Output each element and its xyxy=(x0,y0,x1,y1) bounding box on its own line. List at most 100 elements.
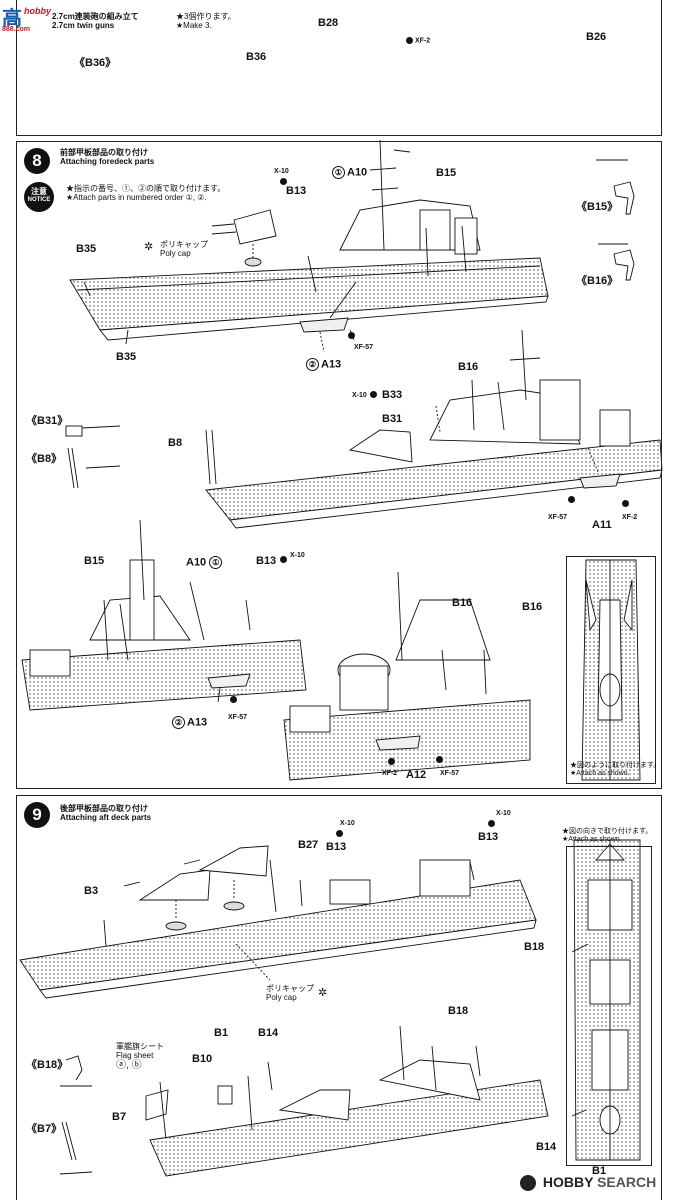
label-b26: B26 xyxy=(586,31,607,43)
label-b14-1: B14 xyxy=(258,1027,279,1039)
step8-panel xyxy=(16,141,662,789)
step9-direction-note-en: ★Attach as shown. xyxy=(562,836,622,844)
paint-xf2-top: XF-2 xyxy=(406,37,430,44)
step9-number-badge: 9 xyxy=(24,802,50,828)
step9-title-jp: 後部甲板部品の取り付け xyxy=(60,804,148,813)
label-b15-1: B15 xyxy=(436,167,457,179)
notice-badge: 注意 NOTICE xyxy=(24,182,54,212)
b31-b8-detail xyxy=(65,425,121,489)
step8-order-note-en: ★Attach parts in numbered order ①, ②. xyxy=(66,193,207,203)
step8-attach-note-en: ★Attach as shown. xyxy=(570,770,630,778)
label-b18-1: B18 xyxy=(524,941,545,953)
paint-x10-2: X-10 xyxy=(352,392,367,399)
paint-dot-x10-1-icon xyxy=(280,178,287,185)
paint-xf57-3: XF-57 xyxy=(228,714,248,721)
polycap-pointer-icon: ✲ xyxy=(144,241,154,253)
ship-foredeck-view-3 xyxy=(21,519,307,711)
twin-gun-title: 2.7cm連装砲の組み立て 2.7cm twin guns xyxy=(52,12,139,30)
b15-b16-detail xyxy=(596,159,635,281)
step8-drawing xyxy=(21,139,663,781)
paint-x10-4: X-10 xyxy=(340,820,355,827)
paint-dot-x10-2-icon xyxy=(370,391,377,398)
watermark-hobbysearch: HOBBY SEARCH xyxy=(520,1174,657,1192)
flag-detail xyxy=(145,1081,169,1141)
label-a10-2: A10 ① xyxy=(186,556,224,569)
watermark-logo-glyph: 高 xyxy=(2,6,22,30)
label-b35-2: B35 xyxy=(116,351,137,363)
notice-jp: 注意 xyxy=(31,187,47,196)
step8-number-badge: 8 xyxy=(24,148,50,174)
label-a13-2-text: A13 xyxy=(187,716,208,729)
label-b13-4: B13 xyxy=(478,831,499,843)
watermark-logo-top: 高 hobby 888.com xyxy=(2,2,51,33)
label-b7-detail: 《B7》 xyxy=(26,1123,63,1135)
paint-xf57-2: XF-57 xyxy=(548,514,568,521)
label-a11: A11 xyxy=(592,519,612,531)
flag-sheet-jp: 軍艦旗シート xyxy=(116,1042,164,1051)
order-mark-1b: ① xyxy=(209,556,223,569)
flag-mark-a: ⓐ xyxy=(116,1060,126,1072)
order-mark-2b: ② xyxy=(172,716,185,729)
b18-b7-detail xyxy=(59,1055,93,1175)
step8-attach-note-jp: ★図のように取り付けます。 xyxy=(570,762,661,769)
step8-title-jp: 前部甲板部品の取り付け xyxy=(60,148,148,157)
watermark-logo-sub: hobby xyxy=(24,6,51,16)
paint-xf2-1: XF-2 xyxy=(622,514,638,521)
step9-title-en: Attaching aft deck parts xyxy=(60,813,152,823)
label-b8: B8 xyxy=(168,437,183,449)
step9-direction-note: ★図の向きで取り付けます。 ★Attach as shown. xyxy=(562,828,652,844)
label-b16-2: B16 xyxy=(452,597,473,609)
label-b36-detail: 《B36》 xyxy=(74,57,117,69)
step9-drawing xyxy=(19,839,641,1177)
notice-en: NOTICE xyxy=(27,196,51,203)
flag-sheet-marks: ⓐ, ⓑ xyxy=(116,1060,142,1072)
flag-sheet-en: Flag sheet xyxy=(116,1051,154,1061)
label-b10: B10 xyxy=(192,1053,213,1065)
ship-foredeck-view-2 xyxy=(205,329,663,529)
label-b33: B33 xyxy=(382,389,403,401)
step8-title-en: Attaching foredeck parts xyxy=(60,157,155,167)
watermark-hobby-text: HOBBY xyxy=(542,1174,594,1190)
label-b18-detail: 《B18》 xyxy=(26,1059,69,1071)
ship-foredeck-view-4 xyxy=(283,571,531,781)
label-b14-2: B14 xyxy=(536,1141,557,1153)
label-b27: B27 xyxy=(298,839,319,851)
foredeck-top-view xyxy=(581,559,641,781)
watermark-search-text: SEARCH xyxy=(597,1174,657,1190)
paint-dot-xf57-2-icon xyxy=(568,496,575,503)
label-b28: B28 xyxy=(318,17,339,29)
polycap-en: Poly cap xyxy=(160,249,191,259)
paint-x10-3: X-10 xyxy=(290,552,305,559)
aftdeck-top-view xyxy=(571,839,641,1161)
paint-dot-xf57-4-icon xyxy=(436,756,443,763)
polycap-jp: ポリキャップ xyxy=(160,240,208,249)
paint-dot-x10-4-icon xyxy=(336,830,343,837)
label-b1-2: B1 xyxy=(592,1165,607,1177)
label-b31-detail: 《B31》 xyxy=(26,415,69,427)
step8-title: 前部甲板部品の取り付け Attaching foredeck parts xyxy=(60,148,154,166)
step9-title: 後部甲板部品の取り付け Attaching aft deck parts xyxy=(60,804,151,822)
ship-aftdeck-view-1 xyxy=(19,845,537,999)
ship-foredeck-view-1 xyxy=(69,139,549,353)
label-b31: B31 xyxy=(382,413,403,425)
twin-gun-title-jp: 2.7cm連装砲の組み立て xyxy=(52,12,139,21)
label-b36: B36 xyxy=(246,51,267,63)
label-b15-detail: 《B15》 xyxy=(576,201,619,213)
paint-x10-5: X-10 xyxy=(496,810,511,817)
polycap-label-step8: ポリキャップ Poly cap xyxy=(160,240,208,258)
top-step-panel xyxy=(16,0,662,136)
step9-topview-frame xyxy=(566,846,652,1166)
paint-dot-xf57-1-icon xyxy=(348,332,355,339)
label-b3: B3 xyxy=(84,885,99,897)
step9-panel xyxy=(16,795,662,1200)
paint-xf57-4: XF-57 xyxy=(440,770,460,777)
label-a10-1-text: A10 xyxy=(347,166,368,179)
polycap9-pointer-icon: ✲ xyxy=(318,987,328,999)
label-b16-3: B16 xyxy=(522,601,543,613)
order-mark-1: ① xyxy=(332,166,345,179)
label-b13-1: B13 xyxy=(286,185,307,197)
polycap9-jp: ポリキャップ xyxy=(266,984,314,993)
